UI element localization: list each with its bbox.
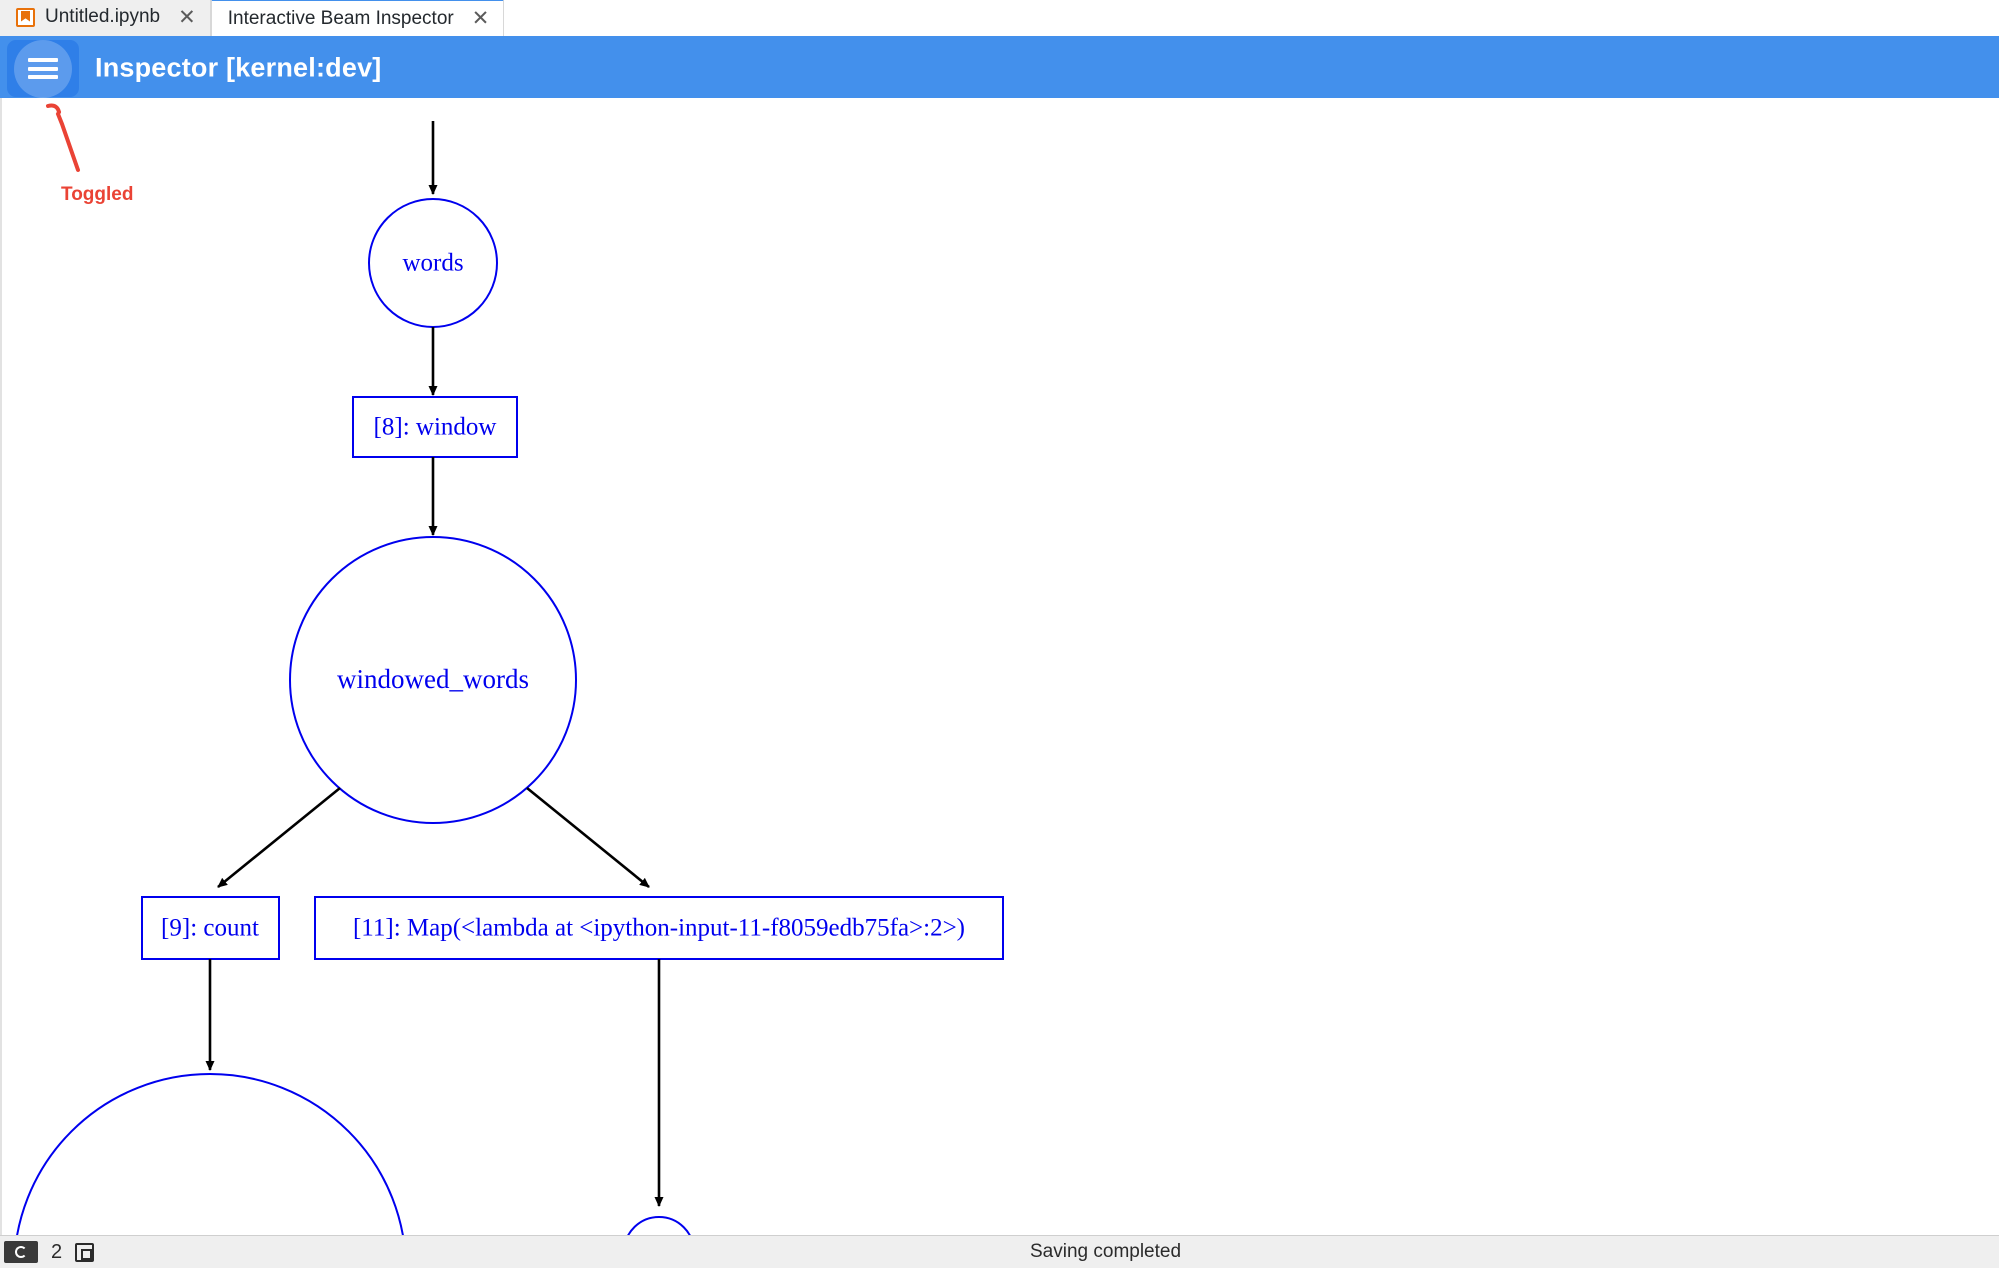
- tab-label: Untitled.ipynb: [45, 6, 161, 27]
- close-icon[interactable]: ✕: [471, 7, 490, 30]
- status-message: Saving completed: [1030, 1241, 1182, 1262]
- edge-windowed-words-to-count: [217, 786, 341, 889]
- node-words-label: words: [402, 250, 463, 277]
- status-count: 2: [51, 1240, 63, 1263]
- node-count-label: [9]: count: [161, 915, 259, 942]
- node-windowed-words[interactable]: [289, 536, 577, 824]
- pipeline-graph: words [8]: window windowed_words [9]: co…: [14, 121, 1004, 1235]
- hamburger-menu-button[interactable]: [7, 39, 79, 98]
- graph-canvas[interactable]: words [8]: window windowed_words [9]: co…: [0, 98, 1999, 1235]
- node-window[interactable]: [352, 396, 518, 458]
- notebook-icon: [16, 7, 35, 27]
- close-icon[interactable]: ✕: [178, 5, 196, 29]
- hamburger-menu-icon: [28, 58, 58, 79]
- tab-label: Interactive Beam Inspector: [227, 7, 454, 29]
- node-windowed-words-label: windowed_words: [337, 664, 529, 694]
- edge-windowed-words-to-map: [526, 786, 650, 889]
- tab-bar-empty-space: [504, 0, 1999, 36]
- node-map-lambda-label: [11]: Map(<lambda at <ipython-input-11-f…: [353, 915, 965, 942]
- node-window-label: [8]: window: [374, 414, 497, 441]
- kernel-status-icon[interactable]: [4, 1241, 38, 1263]
- node-windowed-word-counts[interactable]: [14, 1073, 406, 1235]
- page-title: Inspector [kernel:dev]: [95, 52, 382, 83]
- node-unnamed-pcoll[interactable]: [624, 1216, 694, 1235]
- cpu-icon[interactable]: [75, 1242, 95, 1262]
- inspector-header: Inspector [kernel:dev]: [0, 38, 1999, 98]
- tab-bar: Untitled.ipynb ✕ Interactive Beam Inspec…: [0, 0, 1999, 38]
- status-bar: 2 Saving completed: [0, 1235, 1999, 1268]
- tab-interactive-beam-inspector[interactable]: Interactive Beam Inspector ✕: [210, 0, 505, 36]
- tab-untitled-ipynb[interactable]: Untitled.ipynb ✕: [0, 0, 211, 36]
- status-left-group: 2: [0, 1240, 95, 1264]
